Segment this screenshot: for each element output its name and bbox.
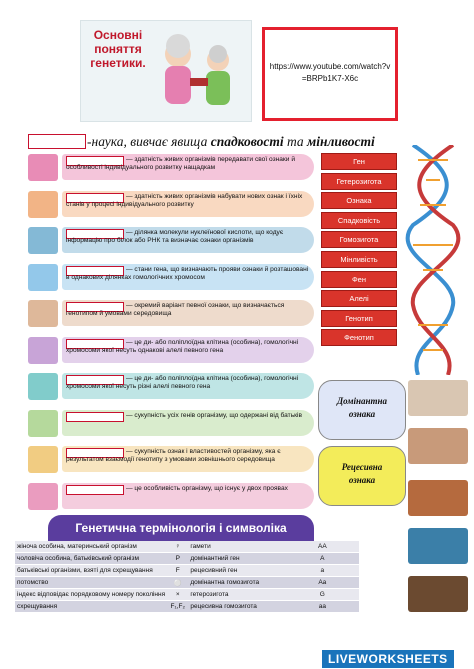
recessive-trait-callout: Рецесивна ознака	[318, 446, 406, 506]
table-cell: домінантний ген	[188, 552, 286, 565]
definition-text: — окремий варіант певної ознаки, що визн…	[66, 302, 285, 317]
definition-text: — здатність живих організмів передавати …	[66, 156, 296, 171]
video-link-box[interactable]: https://www.youtube.com/watch?v=BRPb1K7-…	[262, 27, 398, 121]
table-cell: ×	[167, 588, 189, 601]
table-cell: АА	[285, 541, 359, 553]
table-cell: домінантна гомозигота	[188, 576, 286, 589]
term-drop-target[interactable]	[66, 192, 124, 203]
albino-photo	[408, 380, 468, 416]
grandparents-illustration	[165, 34, 230, 105]
row-thumbnail	[28, 190, 58, 218]
row-thumbnail	[28, 227, 58, 254]
table-cell: Aa	[285, 576, 359, 589]
definition-text: — здатність живих організмів набувати но…	[66, 192, 303, 208]
term-drop-target[interactable]	[66, 302, 124, 312]
definition-text: — сукупність усіх генів організму, що од…	[126, 411, 302, 419]
liveworksheets-logo: LIVEWORKSHEETS	[322, 650, 454, 668]
row-thumbnail	[28, 300, 58, 327]
row-thumbnail	[28, 263, 58, 291]
answer-chip[interactable]: Мінливість	[321, 251, 397, 268]
table-cell: гетерозигота	[188, 588, 286, 601]
terminology-banner: Генетична термінологія і символіка	[48, 515, 314, 541]
term-drop-target[interactable]	[66, 338, 124, 349]
table-cell: чоловіча особина, батьківський організм	[15, 552, 168, 565]
faces-photo	[408, 428, 468, 464]
answer-chip[interactable]: Фенотип	[321, 329, 397, 347]
video-link[interactable]: https://www.youtube.com/watch?v=BRPb1K7-…	[269, 62, 391, 83]
row-thumbnail	[28, 409, 58, 437]
table-cell: ♀	[167, 541, 189, 553]
answer-chip[interactable]: Ген	[321, 153, 397, 170]
answer-chip[interactable]: Алелі	[321, 290, 397, 308]
answer-chip[interactable]: Гетерозигота	[321, 172, 397, 190]
blue-eye-photo	[408, 528, 468, 564]
definition-text: — сукупність ознак і властивостей органі…	[66, 448, 281, 463]
table-cell: рецесивна гомозигота	[188, 600, 286, 613]
dna-helix-icon	[405, 145, 461, 375]
term-drop-target[interactable]	[66, 484, 124, 495]
table-cell: гамети	[188, 541, 286, 553]
table-cell: батьківські організми, взяті для схрещув…	[15, 564, 168, 577]
answer-chip[interactable]: Генотип	[321, 309, 397, 327]
term-drop-target[interactable]	[66, 156, 124, 166]
term-drop-target[interactable]	[66, 229, 124, 239]
table-cell: F₁,F₂	[167, 600, 189, 613]
answer-chip[interactable]: Гомозигота	[321, 231, 397, 249]
table-cell: потомство	[15, 576, 168, 589]
answer-chip[interactable]: Ознака	[321, 192, 397, 210]
table-row: батьківські організми, взяті для схрещув…	[15, 564, 359, 577]
title-text: Основні поняття генетики.	[90, 28, 146, 70]
table-cell: жіноча особина, материнський організм	[15, 541, 168, 553]
table-row: індекс відповідає порядковому номеру пок…	[15, 588, 359, 601]
table-cell: рецесивний ген	[188, 564, 286, 577]
symbols-table: жіноча особина, материнський організм♀га…	[15, 541, 359, 613]
heading-definition: -наука, вивчає явища спадковості та мінл…	[87, 134, 375, 149]
row-thumbnail	[28, 482, 58, 510]
definition-text: — це особливість організму, що існує у д…	[126, 484, 288, 492]
definition-text: — це ди- або поліплоїдна клітина (особин…	[66, 338, 299, 354]
table-cell: схрещування	[15, 600, 168, 613]
table-cell: P	[167, 552, 189, 565]
definition-text: — ділянка молекули нуклеїнової кислоти, …	[66, 229, 284, 244]
term-drop-target[interactable]	[66, 375, 124, 385]
row-thumbnail	[28, 154, 58, 181]
table-cell: A	[285, 552, 359, 565]
table-cell: ⚪	[167, 576, 189, 589]
answer-chip[interactable]: Фен	[321, 270, 397, 288]
row-thumbnail	[28, 336, 58, 364]
hair-photo	[408, 480, 468, 516]
brown-eye-photo	[408, 576, 468, 612]
row-thumbnail	[28, 373, 58, 400]
table-cell: індекс відповідає порядковому номеру пок…	[15, 588, 168, 601]
table-cell: G	[285, 588, 359, 601]
table-cell: a	[285, 564, 359, 577]
definition-text: — стани гена, що визначають прояви ознак…	[66, 265, 309, 281]
row-thumbnail	[28, 446, 58, 473]
answer-chip[interactable]: Спадковість	[321, 211, 397, 229]
table-cell: aa	[285, 600, 359, 613]
term-drop-target[interactable]	[66, 265, 124, 276]
table-row: жіноча особина, материнський організм♀га…	[15, 541, 359, 553]
term-drop-target[interactable]	[66, 411, 124, 422]
term-drop-target[interactable]	[66, 448, 124, 458]
blank-heading-input[interactable]	[28, 134, 86, 149]
table-cell: F	[167, 564, 189, 577]
definition-text: — це ди- або поліплоїдна клітина (особин…	[66, 375, 299, 390]
dominant-trait-callout: Домінантна ознака	[318, 380, 406, 440]
